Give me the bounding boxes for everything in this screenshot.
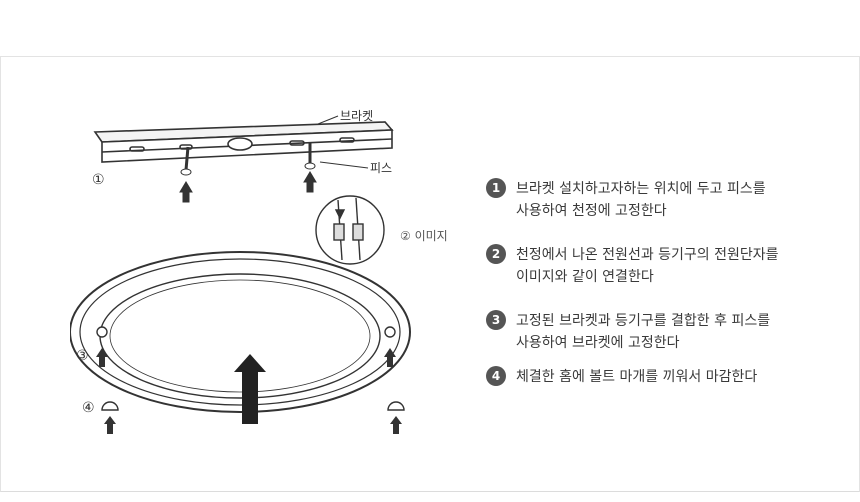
screw-drawing [179, 142, 317, 203]
step-text-3: 고정된 브라켓과 등기구를 결합한 후 피스를 사용하여 브라켓에 고정한다 [516, 310, 770, 354]
step-number-1: 1 [486, 178, 506, 198]
step1-marker: ① [92, 172, 105, 188]
step-item-2: 2 천정에서 나온 전원선과 등기구의 전원단자를 이미지와 같이 연결한다 [486, 244, 846, 288]
bracket-drawing [93, 121, 394, 163]
step-4-line-1: 체결한 홈에 볼트 마개를 끼워서 마감한다 [516, 369, 758, 385]
step-item-3: 3 고정된 브라켓과 등기구를 결합한 후 피스를 사용하여 브라켓에 고정한다 [486, 310, 846, 354]
step3-screw-arrows [96, 348, 396, 367]
installation-illustration: 브라켓 피스 ① ② 이미지 ③ ④ [70, 109, 448, 434]
step-number-2: 2 [486, 244, 506, 264]
step4-marker: ④ [82, 400, 95, 416]
step-text-4: 체결한 홈에 볼트 마개를 끼워서 마감한다 [516, 366, 757, 388]
bracket-label: 브라켓 [340, 109, 373, 123]
step-item-4: 4 체결한 홈에 볼트 마개를 끼워서 마감한다 [486, 366, 846, 388]
wire-detail [315, 195, 385, 265]
step-item-1: 1 브라켓 설치하고자하는 위치에 두고 피스를 사용하여 천정에 고정한다 [486, 178, 846, 222]
step-3-line-2: 사용하여 브라켓에 고정한다 [516, 335, 680, 351]
image-label: ② 이미지 [400, 229, 448, 243]
step-1-line-2: 사용하여 천정에 고정한다 [516, 203, 667, 219]
step-3-line-1: 고정된 브라켓과 등기구를 결합한 후 피스를 [516, 313, 771, 329]
fixture-drawing [70, 251, 411, 413]
step-2-line-2: 이미지와 같이 연결한다 [516, 269, 654, 285]
step-2-line-1: 천정에서 나온 전원선과 등기구의 전원단자를 [516, 247, 779, 263]
bolt-caps [101, 401, 405, 411]
step-1-line-1: 브라켓 설치하고자하는 위치에 두고 피스를 [516, 181, 766, 197]
step3-marker: ③ [76, 348, 89, 364]
installation-steps: 1 브라켓 설치하고자하는 위치에 두고 피스를 사용하여 천정에 고정한다 2… [486, 178, 846, 410]
step4-arrows [104, 416, 402, 434]
step-number-3: 3 [486, 310, 506, 330]
step-text-2: 천정에서 나온 전원선과 등기구의 전원단자를 이미지와 같이 연결한다 [516, 244, 779, 288]
step-number-4: 4 [486, 366, 506, 386]
fixture-arrow [234, 354, 266, 424]
step-text-1: 브라켓 설치하고자하는 위치에 두고 피스를 사용하여 천정에 고정한다 [516, 178, 766, 222]
screw-label: 피스 [370, 161, 392, 175]
